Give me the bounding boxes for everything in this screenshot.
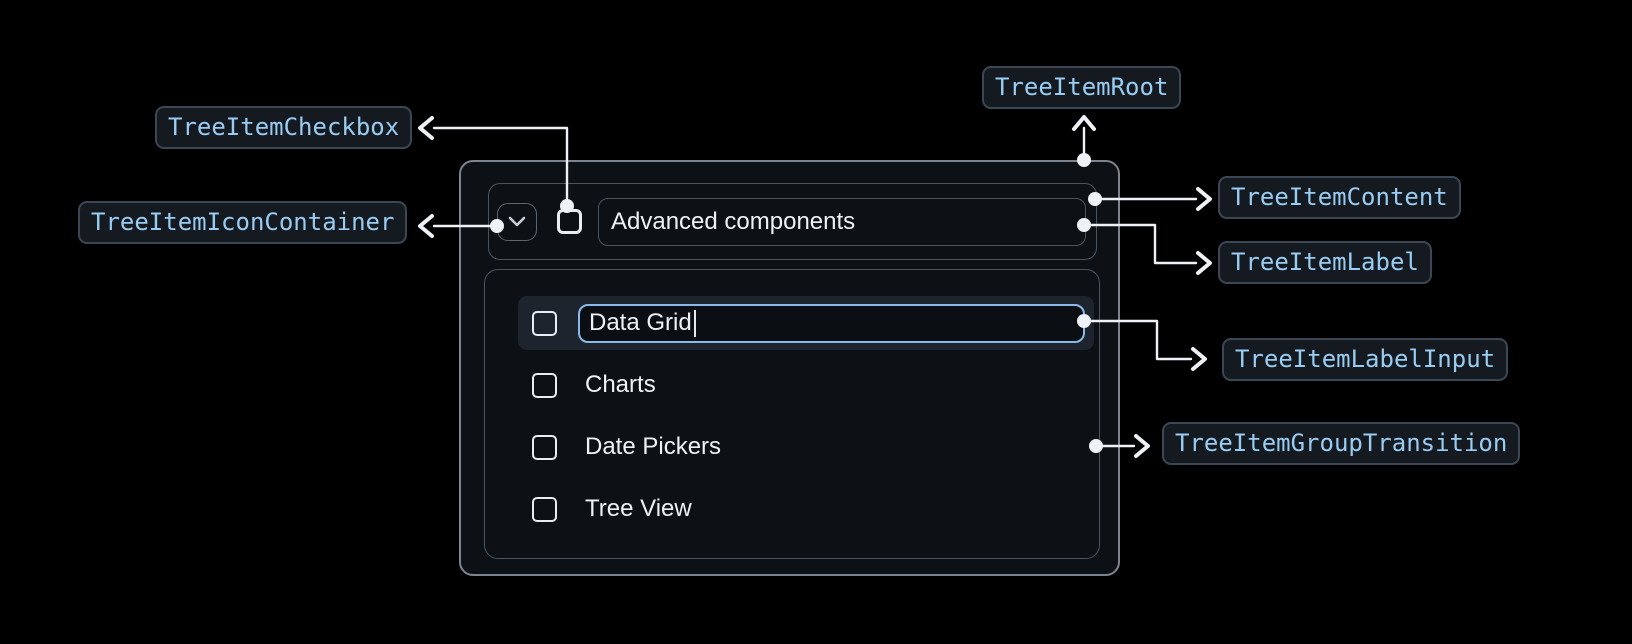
tree-item-checkbox[interactable] <box>557 209 582 234</box>
checkbox-unchecked-icon[interactable] <box>532 434 557 460</box>
callout-tree-item-content: TreeItemContent <box>1218 176 1461 220</box>
tree-item-row-tree-view[interactable]: Tree View <box>518 482 1094 536</box>
tree-item-label-input[interactable]: Data Grid <box>578 303 1085 343</box>
tree-item-label-box[interactable]: Advanced components <box>598 197 1086 246</box>
tree-item-icon-container[interactable] <box>497 202 537 241</box>
checkbox-unchecked-icon[interactable] <box>532 496 557 522</box>
chevron-down-icon <box>508 216 526 227</box>
tree-item-row-charts[interactable]: Charts <box>518 358 1094 412</box>
tree-item-row-date-pickers[interactable]: Date Pickers <box>518 420 1094 474</box>
callout-tree-item-group-transition: TreeItemGroupTransition <box>1162 422 1521 466</box>
callout-text: TreeItemIconContainer <box>91 208 395 236</box>
checkbox-unchecked-icon[interactable] <box>532 310 557 336</box>
callout-text: TreeItemLabel <box>1231 248 1419 276</box>
callout-text: TreeItemCheckbox <box>168 113 400 141</box>
callout-tree-item-label-input: TreeItemLabelInput <box>1222 338 1509 382</box>
callout-tree-item-label: TreeItemLabel <box>1218 241 1432 285</box>
callout-text: TreeItemContent <box>1231 183 1448 211</box>
callout-tree-item-root: TreeItemRoot <box>982 66 1182 110</box>
tree-item-label-text: Charts <box>585 371 656 398</box>
tree-item-content-box[interactable]: Advanced components <box>488 183 1097 260</box>
callout-text: TreeItemRoot <box>995 73 1169 101</box>
tree-item-label-text: Advanced components <box>611 207 856 235</box>
checkbox-unchecked-icon[interactable] <box>532 372 557 398</box>
text-caret <box>693 309 696 337</box>
tree-item-group-transition-box: Data Grid Charts Date Pickers Tree View <box>484 269 1100 559</box>
callout-tree-item-checkbox: TreeItemCheckbox <box>155 106 413 150</box>
tree-item-root-box: Advanced components Data Grid Charts Dat… <box>459 160 1120 576</box>
tree-item-label-text: Date Pickers <box>585 433 722 460</box>
callout-text: TreeItemLabelInput <box>1235 345 1496 373</box>
callout-tree-item-icon-container: TreeItemIconContainer <box>78 201 408 245</box>
tree-item-row-data-grid[interactable]: Data Grid <box>518 296 1094 350</box>
tree-item-label-text: Tree View <box>585 495 692 522</box>
callout-text: TreeItemGroupTransition <box>1175 429 1508 457</box>
label-input-value: Data Grid <box>589 309 692 336</box>
